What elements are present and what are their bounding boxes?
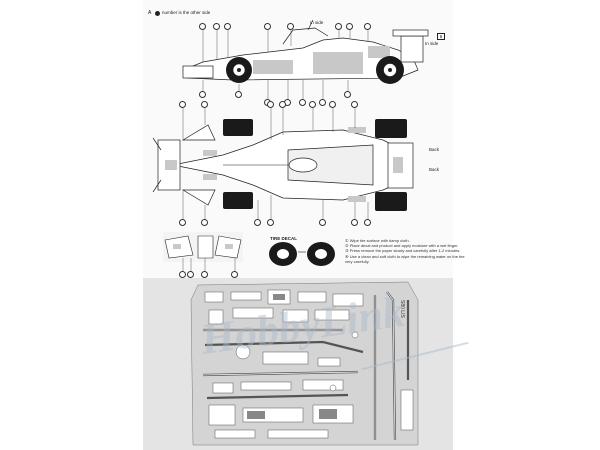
tire-decal-instructions: ① Wipe tire surface with damp cloth. ② P… (345, 238, 465, 264)
tire-decal-illustration (269, 242, 335, 266)
legend-dot-icon (155, 11, 160, 16)
legend-text: number is the other side (162, 10, 211, 15)
step-letter: A (148, 10, 152, 16)
instruction-step-1: ① Wipe tire surface with damp cloth. (345, 238, 410, 243)
step-box: 6 (437, 33, 445, 40)
side-view-rear-wheel (376, 56, 404, 84)
top-view-leaders (182, 108, 369, 220)
decal-sheet (143, 278, 453, 450)
instruction-page: A number is the other side In side In si… (143, 0, 465, 450)
in-side-label-left: In side (310, 20, 324, 25)
side-view-front-wheel (226, 57, 252, 83)
assembly-drawing (143, 19, 453, 450)
detail-leaders (182, 258, 236, 272)
back-label-upper: Back (429, 147, 440, 152)
instruction-step-4: ④ Use a clean and soft cloth to wipe the… (345, 253, 465, 259)
top-view-car (152, 124, 414, 206)
top-view-decal-marks (165, 127, 403, 202)
instruction-step-3: ③ Press remove the paper slowly and care… (345, 248, 461, 254)
top-view-tires (223, 119, 407, 211)
front-wing-detail (163, 232, 243, 262)
in-side-label-right: In side (425, 41, 439, 46)
back-label-lower: Back (429, 167, 440, 172)
instruction-step-2: ② Place decal and product and apply mois… (345, 243, 459, 249)
side-view-leaders (202, 30, 369, 100)
tire-decal-title: TIRE DECAL (270, 236, 297, 241)
instruction-step-4-cont: very carefully. (345, 258, 370, 264)
